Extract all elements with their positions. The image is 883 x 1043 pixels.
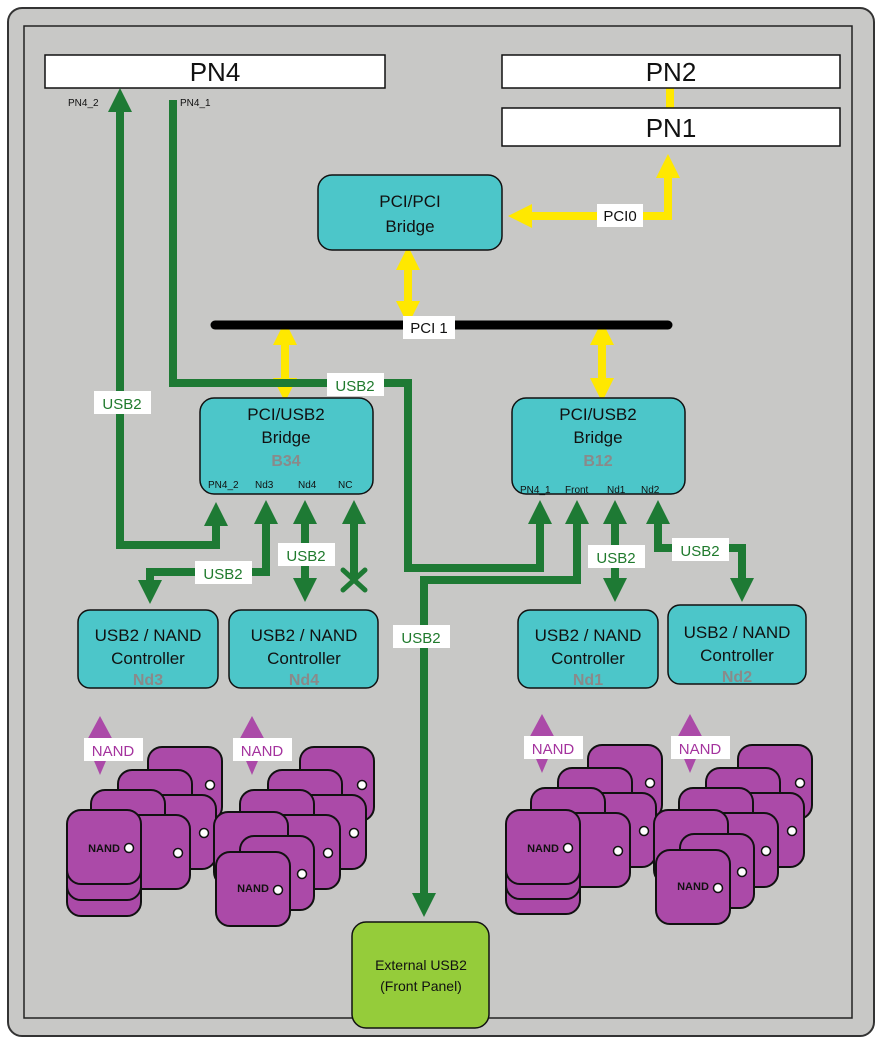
nand-chip-label-nd4: NAND	[237, 883, 269, 895]
svg-text:USB2: USB2	[286, 548, 325, 565]
bridge-b12-line2: Bridge	[573, 428, 622, 447]
pn2-box: PN2	[501, 54, 841, 89]
usb2-label-front: USB2	[393, 625, 450, 648]
external-usb2-line2: (Front Panel)	[380, 978, 462, 994]
bridge-b34-port-nc: NC	[338, 480, 352, 491]
usb2-label-left: USB2	[94, 391, 151, 414]
pn1-box: PN1	[501, 107, 841, 147]
pci-pci-bridge: PCI/PCI Bridge	[317, 174, 503, 251]
nc-cross-mark	[340, 567, 368, 593]
pci0-link	[508, 154, 680, 228]
usb2-label-nd4: USB2	[278, 543, 335, 566]
pci-pci-bridge-line2: Bridge	[385, 217, 434, 236]
usb-front-link	[412, 500, 589, 917]
svg-text:USB2: USB2	[102, 396, 141, 413]
bridge-b34-line2: Bridge	[261, 428, 310, 447]
usb2-label-top: USB2	[327, 373, 384, 396]
svg-text:PCI 1: PCI 1	[410, 320, 448, 337]
controller-nd2-line2: Controller	[700, 646, 774, 665]
nand-label-nd2: NAND	[671, 736, 730, 759]
controller-nd4: USB2 / NAND Controller Nd4	[228, 609, 379, 689]
controller-nd1-line1: USB2 / NAND	[535, 626, 642, 645]
controller-nd2-id: Nd2	[722, 669, 752, 686]
bridge-b34-port-pn4-2: PN4_2	[208, 480, 239, 491]
pci-usb2-bridge-b34: PCI/USB2 Bridge B34 PN4_2 Nd3 Nd4 NC	[199, 397, 374, 495]
svg-text:USB2: USB2	[401, 630, 440, 647]
controller-nd1: USB2 / NAND Controller Nd1	[517, 609, 659, 689]
pn2-label: PN2	[646, 57, 697, 87]
nand-chip-label-nd3: NAND	[88, 843, 120, 855]
controller-nd3-line1: USB2 / NAND	[95, 626, 202, 645]
pci1-label: PCI 1	[403, 316, 455, 339]
controller-nd1-line2: Controller	[551, 649, 625, 668]
controller-nd3: USB2 / NAND Controller Nd3	[77, 609, 219, 689]
controller-nd4-line1: USB2 / NAND	[251, 626, 358, 645]
pn1-label: PN1	[646, 113, 697, 143]
pn4-box: PN4	[44, 54, 386, 89]
nand-chip-label-nd1: NAND	[527, 843, 559, 855]
svg-text:NAND: NAND	[241, 743, 284, 760]
svg-text:USB2: USB2	[680, 543, 719, 560]
controller-nd2: USB2 / NAND Controller Nd2	[667, 604, 807, 686]
pn4-2-label: PN4_2	[68, 98, 99, 109]
controller-nd4-id: Nd4	[289, 672, 319, 689]
pci-pci-bridge-line1: PCI/PCI	[379, 192, 440, 211]
svg-text:USB2: USB2	[335, 378, 374, 395]
svg-text:NAND: NAND	[532, 741, 575, 758]
controller-nd4-line2: Controller	[267, 649, 341, 668]
pci0-label: PCI0	[597, 204, 643, 227]
bridge-b34-port-nd3: Nd3	[255, 480, 274, 491]
bridge-b34-id: B34	[271, 453, 300, 470]
usb2-label-nd2: USB2	[672, 538, 729, 561]
bridge-b12-id: B12	[583, 453, 612, 470]
pci-usb2-bridge-b12: PCI/USB2 Bridge B12 PN4_1 Front Nd1 Nd2	[511, 397, 686, 496]
usb2-label-nd1: USB2	[588, 545, 645, 568]
controller-nd3-id: Nd3	[133, 672, 163, 689]
pn4-1-label: PN4_1	[180, 98, 211, 109]
nand-label-nd1: NAND	[524, 736, 583, 759]
controller-nd1-id: Nd1	[573, 672, 603, 689]
bridge-b12-port-nd2: Nd2	[641, 485, 660, 496]
svg-text:NAND: NAND	[679, 741, 722, 758]
svg-text:USB2: USB2	[596, 550, 635, 567]
bridge-b34-port-nd4: Nd4	[298, 480, 317, 491]
bridge-b12-port-front: Front	[565, 485, 589, 496]
external-usb2-box: External USB2 (Front Panel)	[351, 921, 490, 1029]
external-usb2-line1: External USB2	[375, 957, 467, 973]
usb2-label-nd3: USB2	[195, 561, 252, 584]
controller-nd3-line2: Controller	[111, 649, 185, 668]
svg-text:PCI0: PCI0	[603, 208, 636, 225]
nand-chip-label-nd2: NAND	[677, 881, 709, 893]
usb-links	[108, 88, 754, 917]
bridge-b12-port-nd1: Nd1	[607, 485, 626, 496]
nand-label-nd4: NAND	[233, 738, 292, 761]
bridge-b12-line1: PCI/USB2	[559, 405, 636, 424]
svg-text:NAND: NAND	[92, 743, 135, 760]
bridge-b12-port-pn4-1: PN4_1	[520, 485, 551, 496]
controller-nd2-line1: USB2 / NAND	[684, 623, 791, 642]
pn4-label: PN4	[190, 57, 241, 87]
bridge-b34-line1: PCI/USB2	[247, 405, 324, 424]
svg-text:USB2: USB2	[203, 566, 242, 583]
nand-label-nd3: NAND	[84, 738, 143, 761]
